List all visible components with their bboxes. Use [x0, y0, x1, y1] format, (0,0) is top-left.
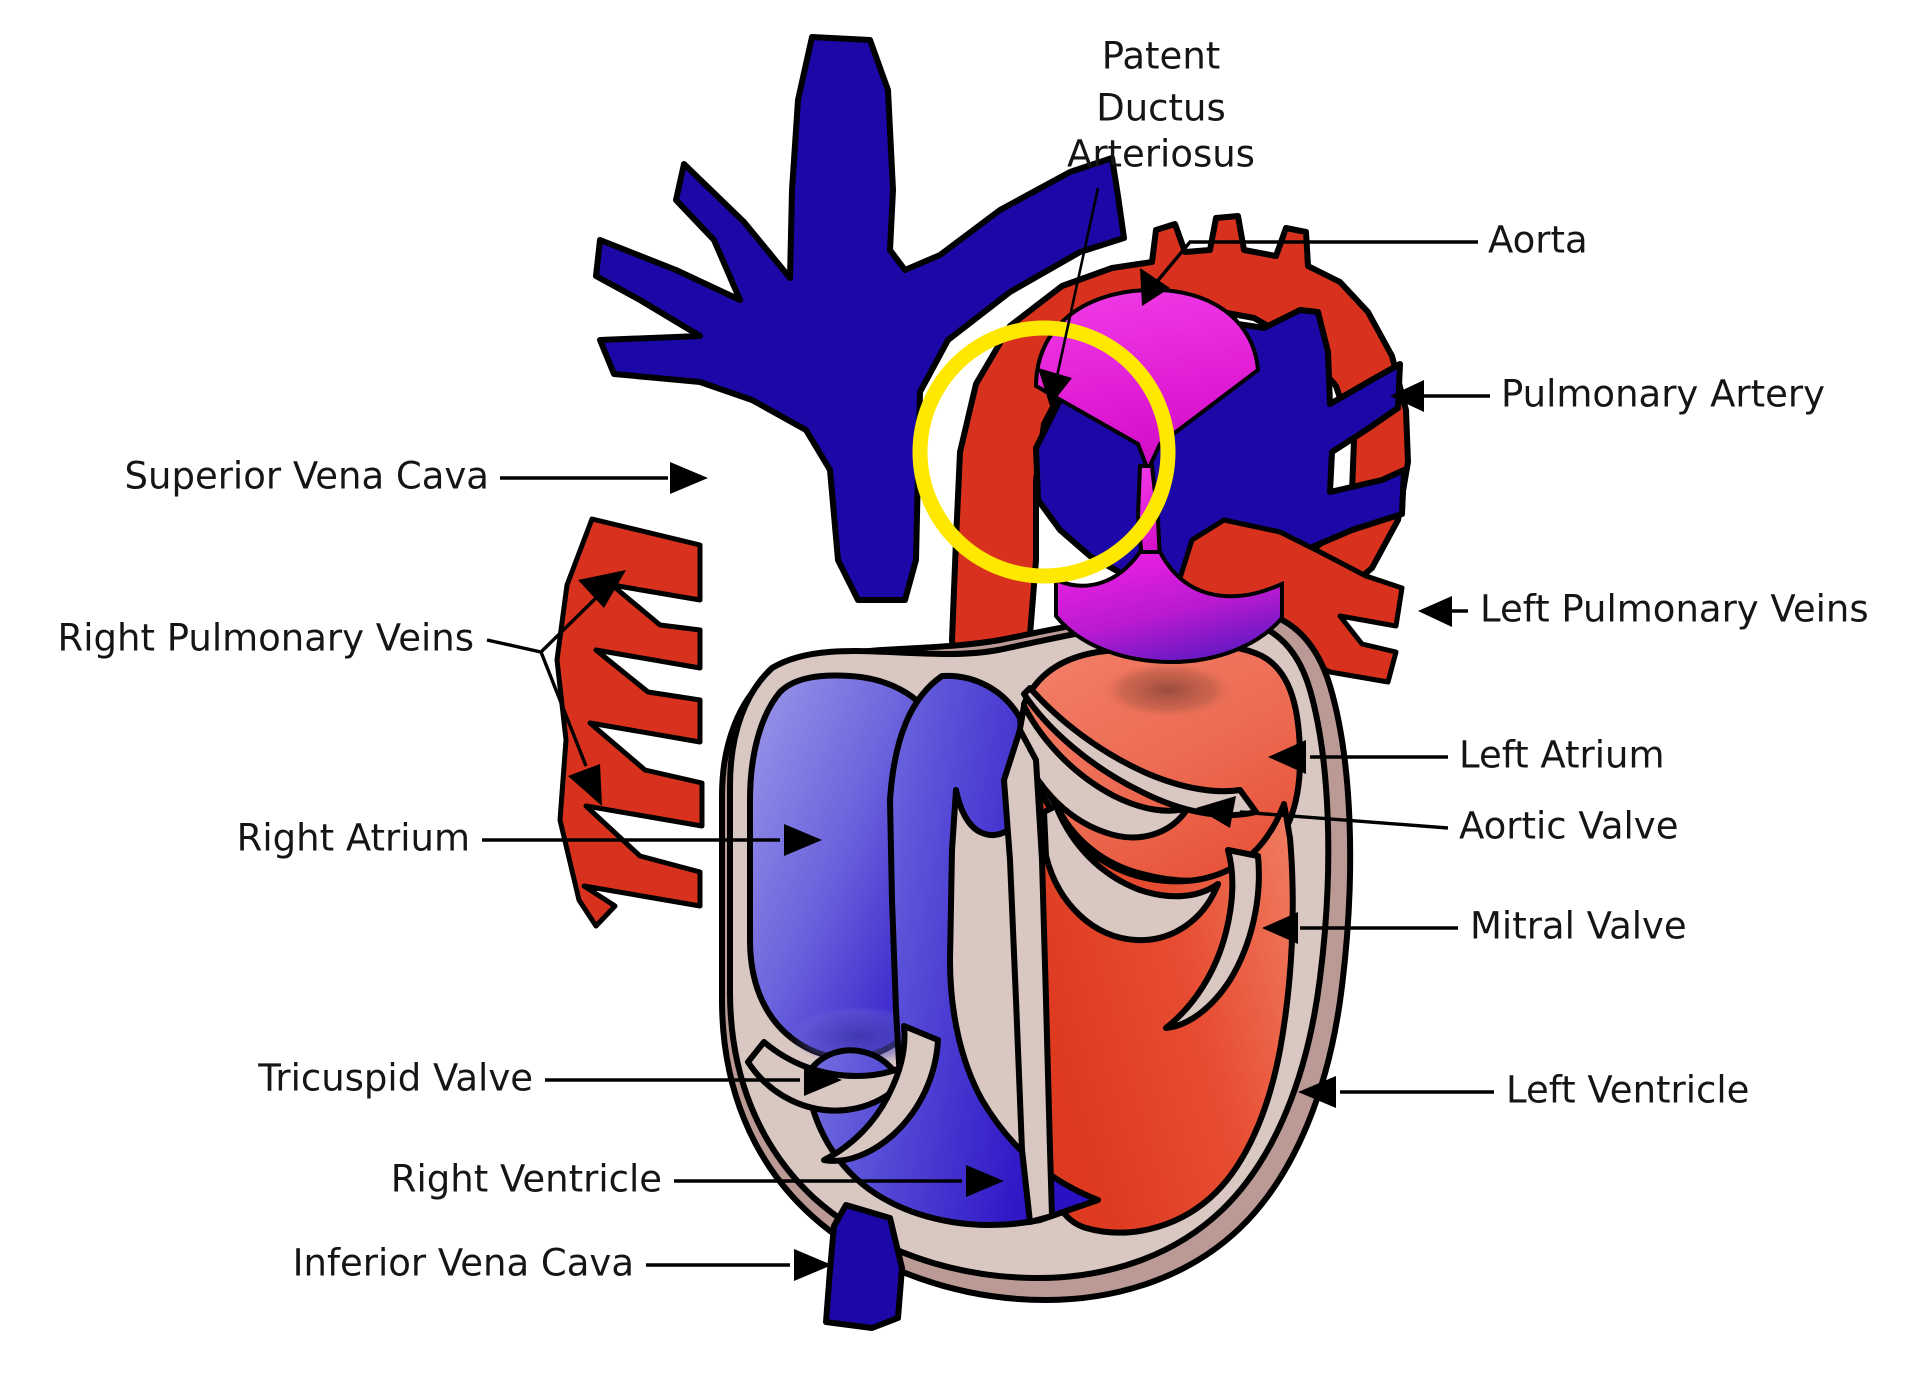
- label-text-tricuspid-valve: Tricuspid Valve: [257, 1057, 533, 1100]
- label-mitral-valve[interactable]: Mitral Valve: [1262, 905, 1687, 948]
- pda-callout: Patent Ductus Arteriosus: [1038, 35, 1255, 406]
- pulmonary-artery-arrowhead: [1390, 380, 1424, 412]
- label-text-superior-vena-cava: Superior Vena Cava: [125, 455, 489, 498]
- superior-vena-cava-vessel: [593, 34, 1127, 603]
- pda-title-line-3: Arteriosus: [1067, 133, 1255, 176]
- label-text-right-ventricle: Right Ventricle: [391, 1158, 662, 1201]
- interventricular-septum: [1001, 727, 1055, 1225]
- superior-vena-cava-arrowhead: [670, 462, 708, 494]
- label-text-pulmonary-artery: Pulmonary Artery: [1501, 373, 1825, 416]
- pda-title-line-2: Ductus: [1096, 87, 1226, 130]
- aorta-arrowhead: [1140, 268, 1170, 306]
- tricuspid-valve: [745, 1023, 941, 1164]
- right-ventricle-arrowhead: [966, 1165, 1004, 1197]
- pda-leader-line: [1052, 187, 1100, 391]
- inferior-vena-cava-arrowhead: [794, 1249, 832, 1281]
- right-pulmonary-veins-leader-down: [539, 651, 588, 767]
- pda-arrowhead: [1038, 368, 1072, 406]
- left-atrium-shading: [1102, 662, 1234, 718]
- label-text-mitral-valve: Mitral Valve: [1470, 905, 1687, 948]
- label-text-left-ventricle: Left Ventricle: [1506, 1069, 1749, 1112]
- label-pulmonary-artery[interactable]: Pulmonary Artery: [1390, 373, 1825, 416]
- mitral-valve: [1041, 803, 1262, 1031]
- label-superior-vena-cava[interactable]: Superior Vena Cava: [125, 455, 708, 498]
- label-right-ventricle[interactable]: Right Ventricle: [391, 1158, 1004, 1201]
- right-pulmonary-veins-vessel: [554, 516, 705, 929]
- label-left-atrium[interactable]: Left Atrium: [1268, 734, 1665, 777]
- mitral-valve-arrowhead: [1262, 912, 1298, 944]
- label-text-aorta: Aorta: [1488, 219, 1588, 262]
- right-atrium-arrowhead: [784, 824, 822, 856]
- aortic-valve-arrowhead: [1196, 796, 1236, 828]
- label-right-pulmonary-veins[interactable]: Right Pulmonary Veins: [58, 570, 626, 806]
- label-text-aortic-valve: Aortic Valve: [1459, 805, 1678, 848]
- right-pulmonary-veins-arrowhead-up: [578, 570, 626, 608]
- label-text-inferior-vena-cava: Inferior Vena Cava: [293, 1242, 634, 1285]
- left-pulmonary-veins-arrowhead: [1418, 596, 1452, 627]
- pda-highlight-circle: [912, 320, 1176, 584]
- label-inferior-vena-cava[interactable]: Inferior Vena Cava: [293, 1242, 832, 1285]
- aorta-leader: [1148, 240, 1478, 292]
- inferior-vena-cava-vessel: [823, 1202, 905, 1331]
- right-pulmonary-veins-arrowhead-down: [568, 764, 602, 806]
- pda-title-line-1: Patent: [1102, 35, 1221, 78]
- label-right-atrium[interactable]: Right Atrium: [237, 817, 822, 860]
- label-text-right-pulmonary-veins: Right Pulmonary Veins: [58, 617, 474, 660]
- label-left-pulmonary-veins[interactable]: Left Pulmonary Veins: [1418, 588, 1869, 631]
- label-left-ventricle[interactable]: Left Ventricle: [1298, 1069, 1749, 1112]
- label-aortic-valve[interactable]: Aortic Valve: [1196, 796, 1678, 848]
- tricuspid-valve-arrowhead: [804, 1064, 842, 1096]
- label-text-right-atrium: Right Atrium: [237, 817, 470, 860]
- left-atrium-arrowhead: [1268, 740, 1306, 774]
- left-ventricle-arrowhead: [1298, 1076, 1336, 1108]
- label-text-left-pulmonary-veins: Left Pulmonary Veins: [1480, 588, 1869, 631]
- aortic-valve-leader: [1239, 810, 1449, 830]
- label-aorta[interactable]: Aorta: [1140, 219, 1588, 307]
- label-tricuspid-valve[interactable]: Tricuspid Valve: [257, 1057, 842, 1100]
- label-text-left-atrium: Left Atrium: [1459, 734, 1665, 777]
